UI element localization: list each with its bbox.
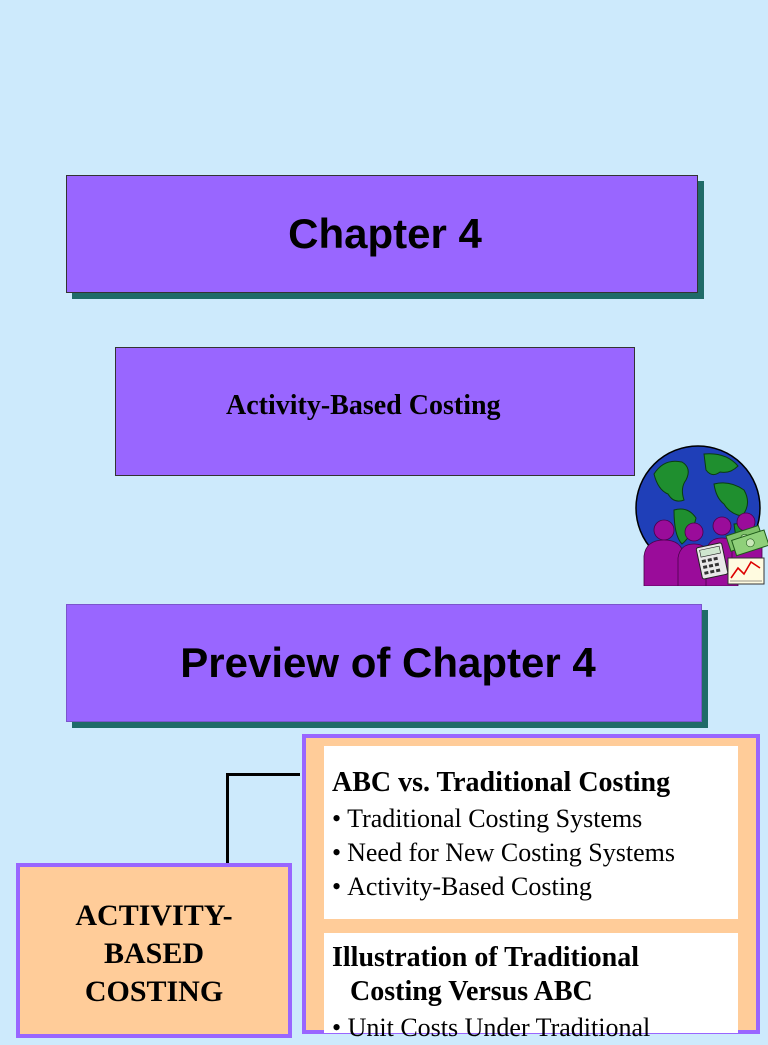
main-topic-line-3: COSTING: [84, 975, 224, 1008]
section-heading: ABC vs. Traditional Costing: [332, 767, 671, 798]
section-heading-line-2: Costing Versus ABC: [350, 976, 593, 1007]
preview-title-box: Preview of Chapter 4: [66, 604, 702, 722]
section-bullet-list: •Traditional Costing Systems •Need for N…: [332, 802, 675, 904]
main-topic-box: ACTIVITY- BASED COSTING: [16, 863, 292, 1038]
chapter-subtitle: Activity-Based Costing: [226, 389, 501, 421]
main-topic-label: ACTIVITY- BASED COSTING: [54, 897, 254, 1034]
section-panel-abc-vs-traditional: ABC vs. Traditional Costing •Traditional…: [324, 746, 738, 919]
list-item: •Traditional Costing Systems: [332, 804, 643, 833]
section-heading: Illustration of Traditional Costing Vers…: [332, 941, 639, 1009]
preview-title: Preview of Chapter 4: [180, 639, 596, 686]
chapter-title: Chapter 4: [288, 210, 482, 257]
bullet-dot: •: [332, 872, 342, 901]
list-item: •Activity-Based Costing: [332, 872, 592, 901]
connector-line-horizontal: [226, 773, 300, 776]
bullet-dot: •: [332, 1013, 342, 1042]
section-heading-line-1: Illustration of Traditional: [332, 942, 640, 973]
list-item-partial: • Unit Costs Under Traditional: [332, 1013, 651, 1042]
main-topic-line-1: ACTIVITY-: [75, 899, 233, 932]
bullet-dot: •: [332, 838, 342, 867]
main-topic-line-2: BASED: [103, 937, 205, 970]
section-panel-illustration: Illustration of Traditional Costing Vers…: [324, 933, 738, 1042]
globe-business-people-icon: [634, 444, 768, 587]
list-item: •Need for New Costing Systems: [332, 838, 675, 867]
chapter-title-box: Chapter 4: [66, 175, 698, 293]
bullet-dot: •: [332, 804, 342, 833]
chapter-subtitle-box: Activity-Based Costing: [115, 347, 635, 476]
connector-line-vertical: [226, 773, 229, 865]
